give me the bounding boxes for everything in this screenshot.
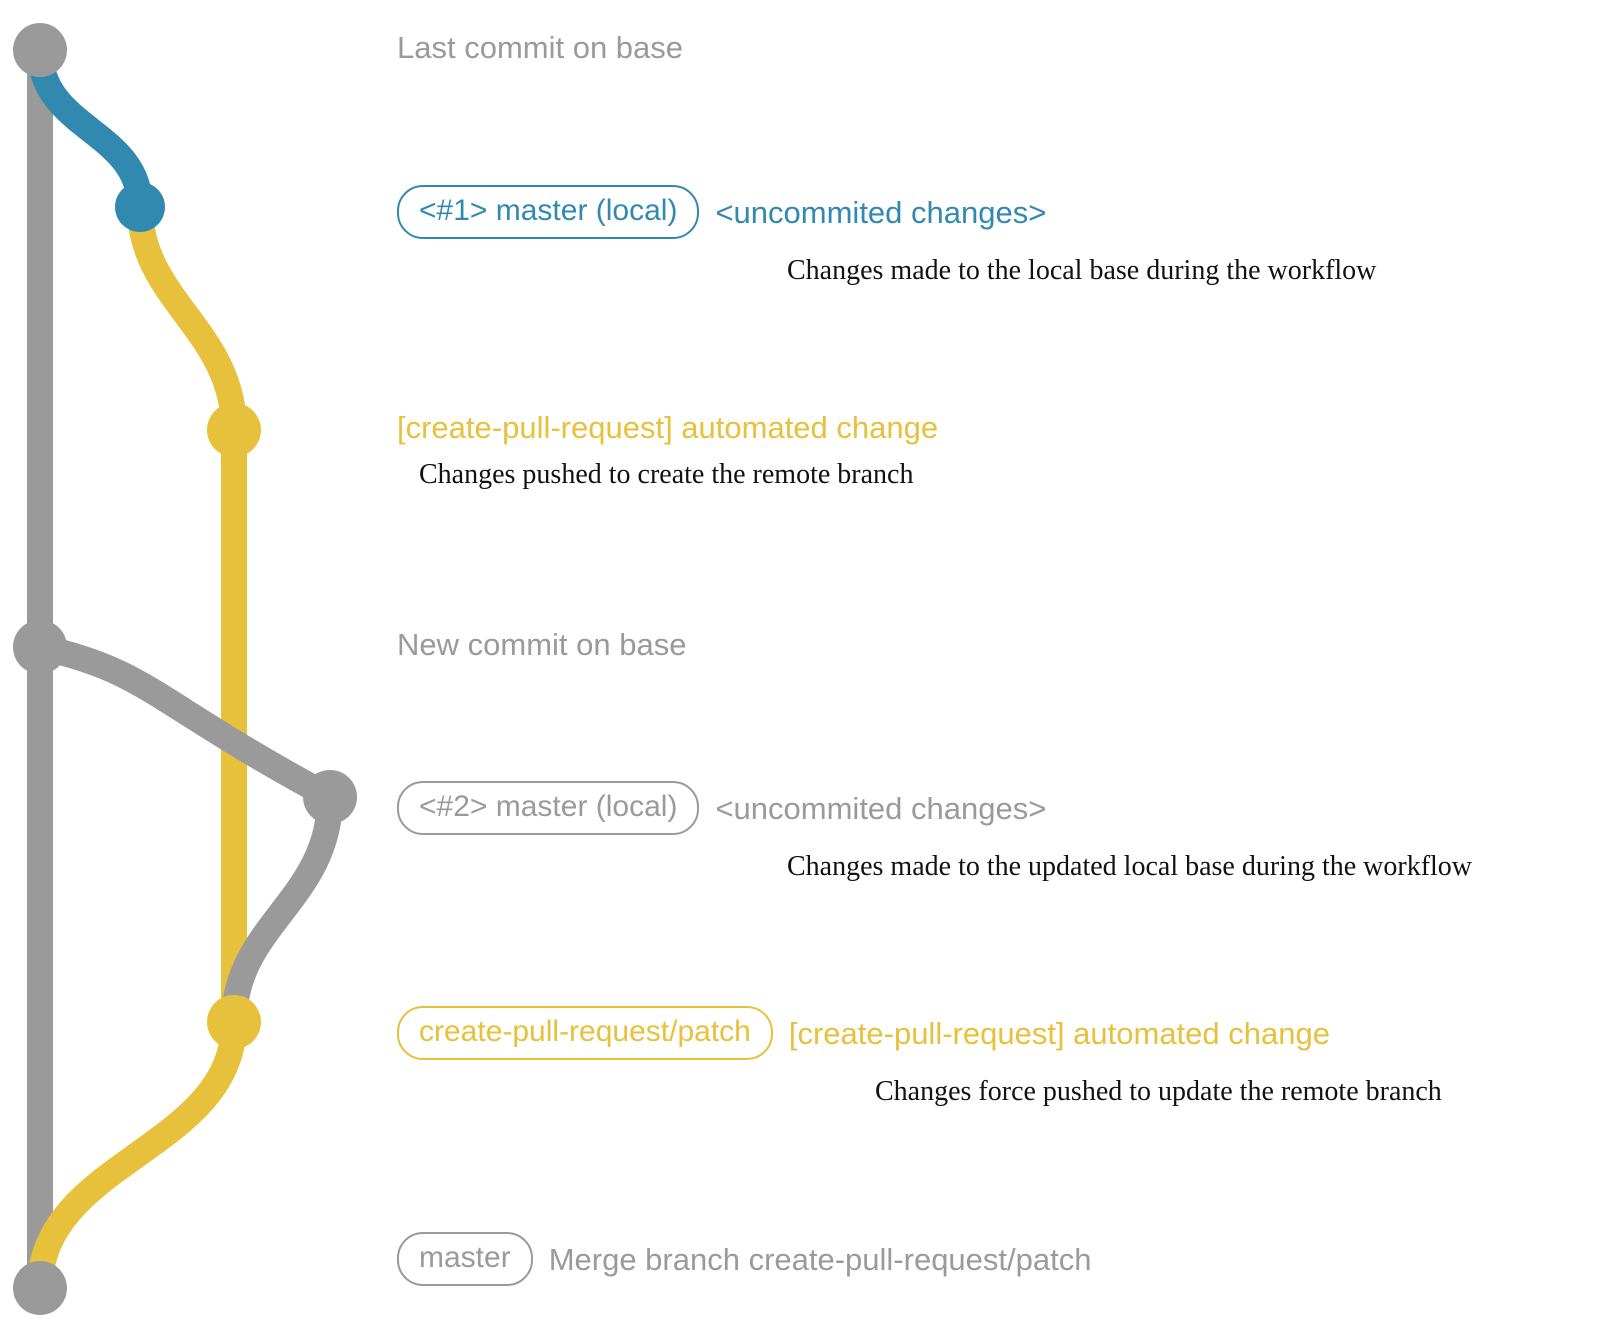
commit-subject: [create-pull-request] automated change	[397, 410, 939, 445]
edge-local-2-to-patch-2	[221, 784, 343, 1035]
commit-subject: Last commit on base	[397, 30, 684, 65]
node-patch-commit-2[interactable]	[207, 995, 261, 1049]
annotation-automated-change-2: create-pull-request/patch [create-pull-r…	[397, 1006, 1442, 1106]
headline: New commit on base	[397, 629, 686, 660]
annotation-master-local-2: <#2> master (local) <uncommited changes>…	[397, 781, 1472, 881]
edge-local-1-to-patch-1	[127, 194, 247, 443]
node-local-commit-1[interactable]	[115, 182, 165, 232]
headline: Last commit on base	[397, 32, 683, 63]
commit-subject: <uncommited changes>	[715, 790, 1047, 826]
edge-patch-2-to-merge	[27, 1009, 247, 1301]
branch-badge-master-local-1[interactable]: <#1> master (local)	[397, 185, 700, 239]
annotation-master-local-1: <#1> master (local) <uncommited changes>…	[397, 185, 1376, 285]
commit-subject: New commit on base	[397, 627, 687, 662]
branch-badge-create-pull-request-patch[interactable]: create-pull-request/patch	[397, 1006, 773, 1060]
annotation-last-commit-on-base: Last commit on base	[397, 32, 683, 63]
headline: create-pull-request/patch [create-pull-r…	[397, 1006, 1442, 1060]
commit-subject: <uncommited changes>	[715, 194, 1047, 230]
headline: <#1> master (local) <uncommited changes>	[397, 185, 1376, 239]
headline: [create-pull-request] automated change	[397, 412, 938, 443]
branch-badge-master[interactable]: master	[397, 1232, 533, 1286]
headline: <#2> master (local) <uncommited changes>	[397, 781, 1472, 835]
headline: master Merge branch create-pull-request/…	[397, 1232, 1091, 1286]
commit-description: Changes made to the local base during th…	[787, 255, 1377, 286]
commit-subject: [create-pull-request] automated change	[788, 1015, 1330, 1051]
edge-base-new-to-local-2	[27, 634, 343, 810]
node-base-commit-top[interactable]	[13, 23, 67, 77]
node-local-commit-2[interactable]	[303, 770, 357, 824]
annotation-new-commit-on-base: New commit on base	[397, 629, 686, 660]
commit-description: Changes made to the updated local base d…	[787, 851, 1473, 882]
commit-description: Changes pushed to create the remote bran…	[419, 459, 914, 490]
commit-description: Changes force pushed to update the remot…	[875, 1076, 1442, 1107]
edge-base-to-local-1	[27, 37, 153, 220]
annotation-automated-change-1: [create-pull-request] automated change C…	[397, 412, 938, 489]
annotation-merge-commit: master Merge branch create-pull-request/…	[397, 1232, 1091, 1286]
node-merge-commit[interactable]	[13, 1261, 67, 1315]
commit-subject: Merge branch create-pull-request/patch	[548, 1241, 1092, 1277]
branch-badge-master-local-2[interactable]: <#2> master (local)	[397, 781, 700, 835]
node-patch-commit-1[interactable]	[207, 403, 261, 457]
node-base-commit-new[interactable]	[13, 620, 67, 674]
